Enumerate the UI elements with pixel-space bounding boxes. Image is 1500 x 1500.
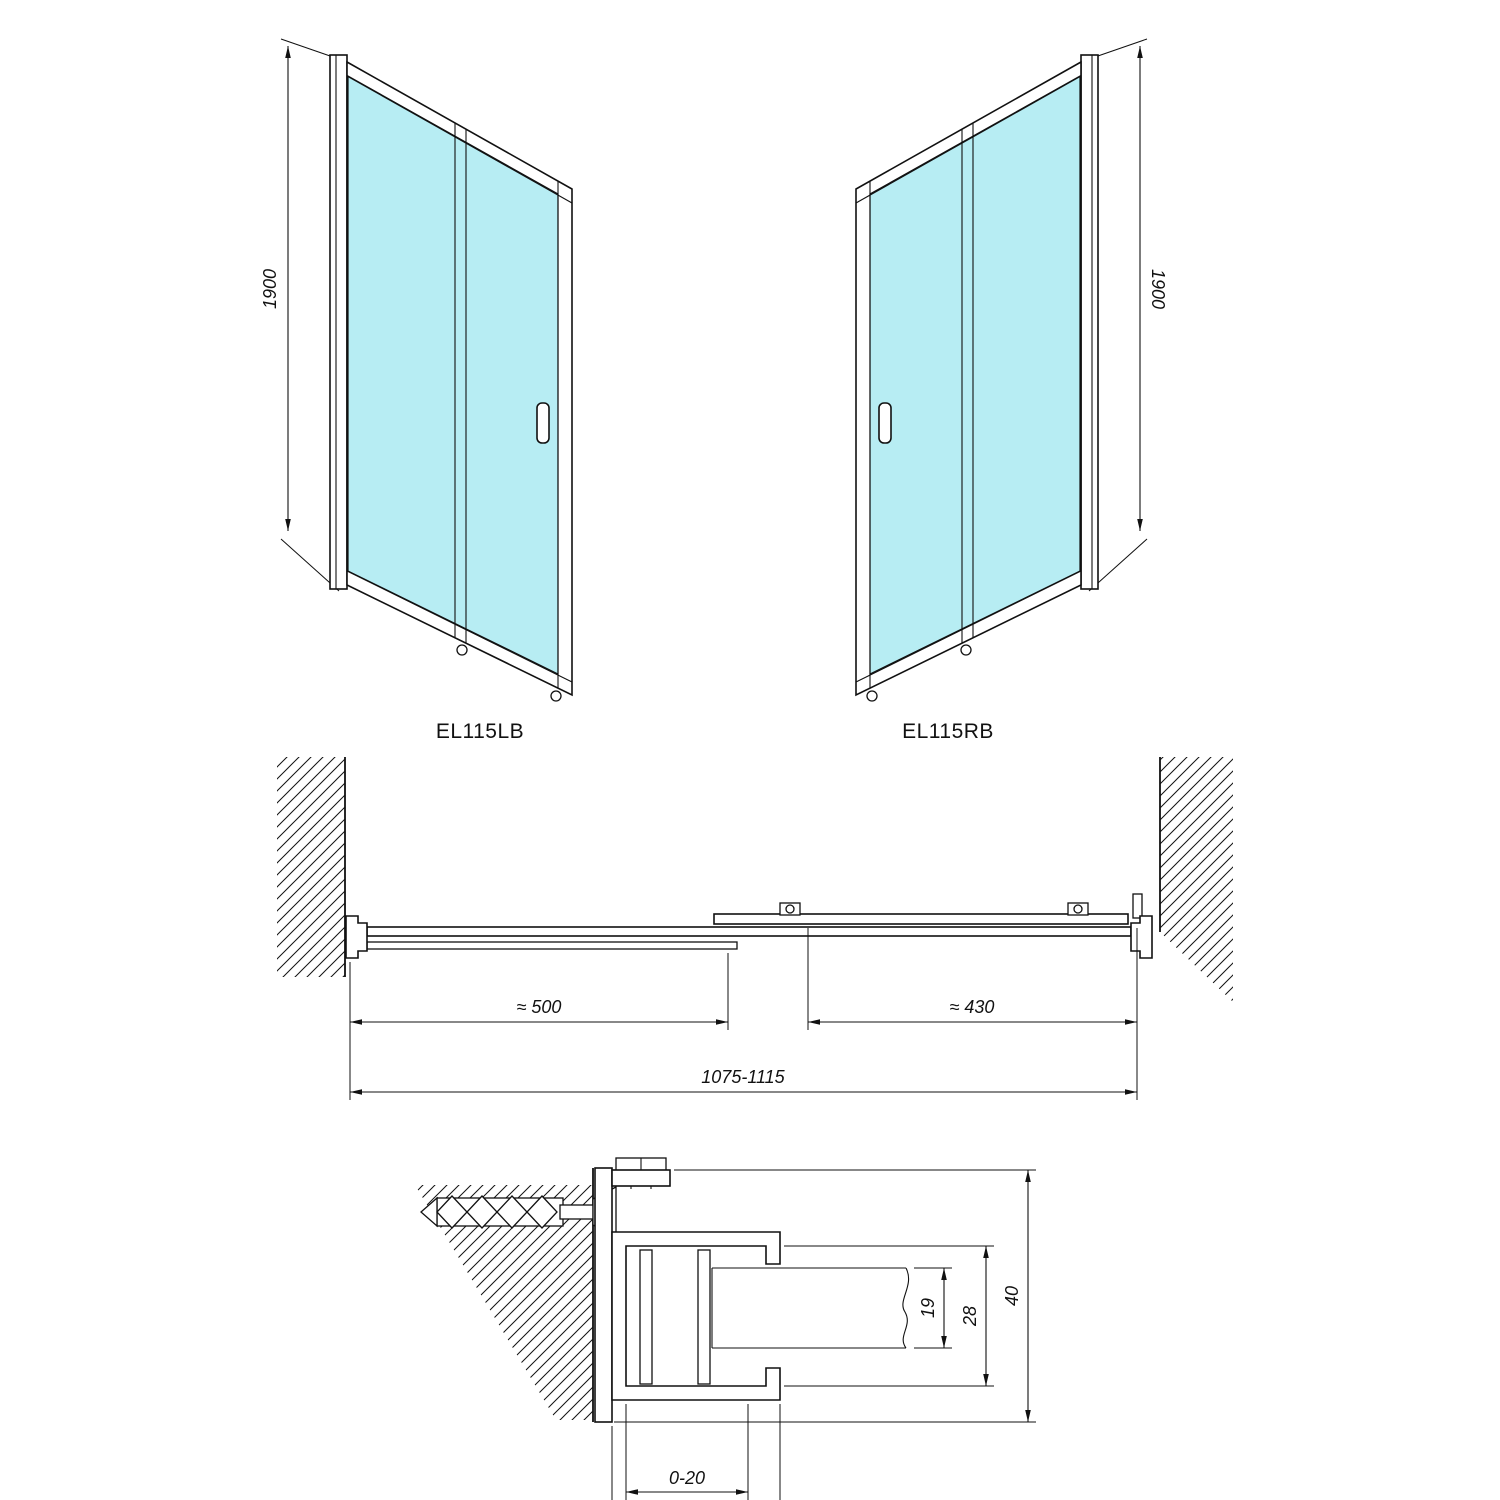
wall-profile-bar	[329, 54, 348, 590]
screw-shaft	[559, 1204, 594, 1220]
height-dimension-left: 1900	[260, 38, 340, 592]
model-label-right: EL115RB	[902, 720, 994, 743]
door-handle	[878, 402, 892, 444]
height-dimension-left-text: 1900	[260, 269, 280, 309]
roller-guide	[866, 690, 878, 702]
wall-profile-bar	[1080, 54, 1099, 590]
end-cap-tab	[1132, 893, 1143, 919]
c-channel	[611, 1231, 781, 1401]
channel-dimension-text: 28	[960, 1306, 980, 1327]
anchor-rib	[526, 1195, 558, 1229]
glass-pocket-dimension-text: 19	[918, 1298, 938, 1318]
section-dimensions: 19 28 40 0-20 40	[611, 1169, 1036, 1500]
front-view-right-door: 1900 EL115RB	[855, 38, 1168, 743]
plan-dimensions: ≈ 500 ≈ 430 1075-1115	[349, 928, 1138, 1100]
anchor-rib	[496, 1195, 528, 1229]
right-wall-hatch	[1160, 757, 1233, 1002]
glass-panel-section	[711, 1267, 910, 1349]
inner-stud	[639, 1249, 653, 1385]
overall-width-dimension-text: 1075-1115	[701, 1067, 785, 1087]
top-arm	[611, 1169, 671, 1187]
sliding-segment-dimension-text: ≈ 430	[950, 997, 995, 1017]
front-view-left-door: 1900 EL115LB	[260, 38, 573, 743]
anchor-rib	[466, 1195, 498, 1229]
door-geometry-right	[855, 38, 1148, 702]
adjustment-dimension-text: 0-20	[669, 1468, 705, 1488]
height-dimension-right-text: 1900	[1148, 269, 1168, 309]
roller-bolt	[1073, 904, 1083, 914]
roller-guide	[456, 644, 468, 656]
fixed-segment-dimension-text: ≈ 500	[517, 997, 562, 1017]
model-label-left: EL115LB	[436, 720, 524, 743]
door-geometry-left	[329, 54, 573, 702]
left-wall-hatch	[277, 757, 345, 977]
left-wall-bracket	[345, 915, 368, 959]
roller-guide	[550, 690, 562, 702]
fixed-glass-plan	[366, 941, 738, 950]
roller-bolt	[785, 904, 795, 914]
plan-view: ≈ 500 ≈ 430 1075-1115	[277, 757, 1233, 1100]
inner-stud	[697, 1249, 711, 1385]
profile-depth-dimension-text: 40	[1002, 1286, 1022, 1306]
sliding-panel-plan	[713, 913, 1129, 925]
roller-guide	[960, 644, 972, 656]
wall-hatch	[415, 1185, 593, 1420]
wall-plate	[594, 1167, 613, 1423]
top-rail	[366, 926, 1132, 937]
door-handle	[536, 402, 550, 444]
right-wall-bracket	[1130, 915, 1153, 959]
glass-break-line	[902, 1267, 910, 1349]
wall-profile-section	[594, 1167, 781, 1423]
section-detail: 19 28 40 0-20 40	[415, 1157, 1036, 1500]
anchor-rib	[436, 1195, 468, 1229]
